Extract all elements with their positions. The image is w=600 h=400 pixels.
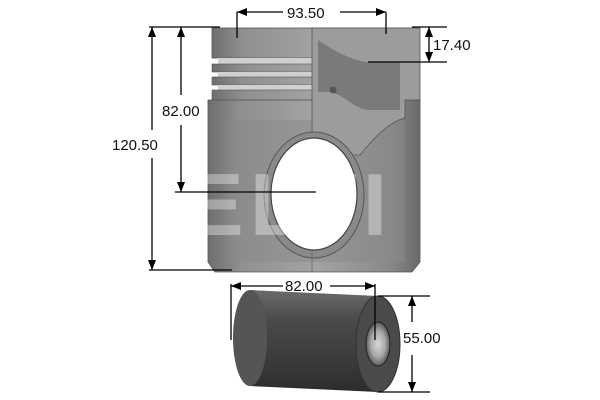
dim-compression-height: 82.00 xyxy=(162,103,200,120)
dim-piston-diameter: 93.50 xyxy=(287,5,325,22)
piston-body xyxy=(207,27,421,273)
piston-pin xyxy=(233,290,401,393)
dim-pin-length: 82.00 xyxy=(285,278,323,295)
dim-total-height: 120.50 xyxy=(112,137,158,154)
dim-pin-diameter: 55.00 xyxy=(403,330,441,347)
dimension-arrows xyxy=(148,8,433,392)
dim-top-land-height: 17.40 xyxy=(433,37,471,54)
watermark: ELTI xyxy=(185,155,393,254)
dimension-lines xyxy=(149,11,447,393)
